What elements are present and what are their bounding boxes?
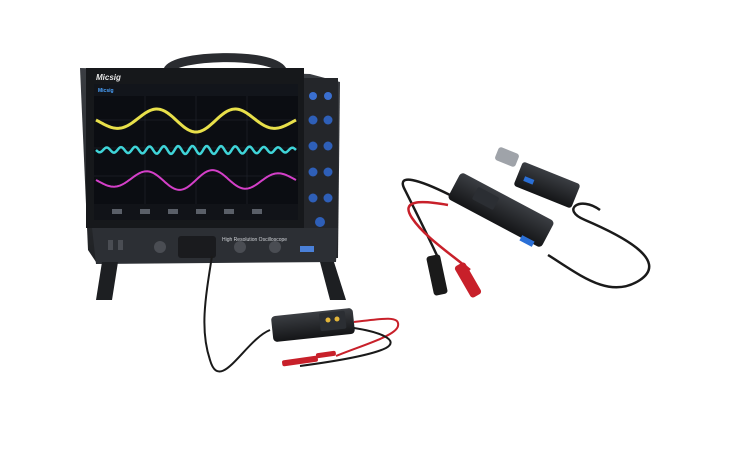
waveform-ch3 [95, 169, 297, 191]
bnc-connector [495, 147, 519, 167]
large-probe-badge [519, 235, 535, 247]
brand-logo: Micsig [96, 73, 121, 82]
small-probe-tip-red [282, 355, 318, 367]
bnc-module-badge [523, 176, 535, 185]
waveform-ch2 [95, 144, 297, 156]
small-probe-tip-red-2 [315, 350, 336, 359]
left-foot [96, 262, 118, 300]
large-probe-lead-red [407, 200, 471, 271]
usb-port [300, 246, 314, 252]
control-knobs [308, 92, 333, 227]
small-probe [271, 308, 400, 367]
small-probe-button [325, 317, 331, 323]
screen-status-bar [94, 84, 298, 96]
oscilloscope: Micsig Micsig [80, 53, 346, 300]
probe-adapter [178, 236, 216, 258]
small-probe-lead-black [299, 327, 392, 367]
waveform-ch1 [95, 107, 297, 134]
model-label: High Resolution Oscilloscope [222, 237, 287, 243]
carry-handle [163, 53, 287, 75]
screen-brand: Micsig [98, 88, 114, 94]
large-probe-body [448, 173, 554, 247]
small-probe-lead-red [335, 317, 400, 357]
probe-cable-small [203, 255, 271, 373]
small-probe-button [334, 316, 340, 322]
large-probe-lead-black [401, 178, 451, 263]
bnc-module [514, 162, 580, 208]
large-probe-tip-black [426, 254, 448, 296]
large-probe [401, 147, 651, 298]
right-foot [320, 262, 346, 300]
large-probe-tip-red [454, 262, 482, 298]
small-probe-panel [319, 310, 347, 332]
screen-menu-icons [112, 209, 262, 214]
large-probe-panel [472, 187, 499, 210]
large-probe-output-cable [547, 202, 651, 289]
